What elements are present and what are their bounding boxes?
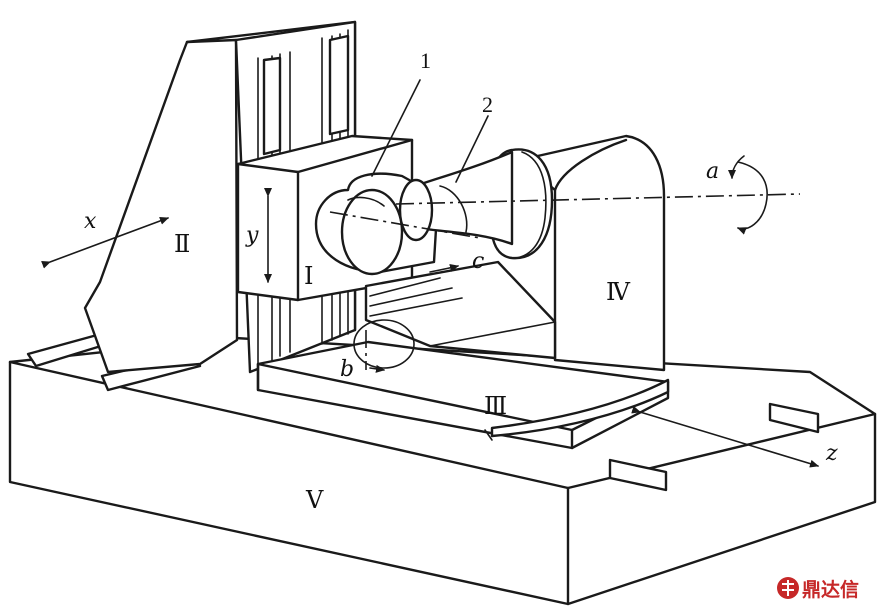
watermark-text: 鼎达信: [802, 578, 859, 601]
label-axis-a: a: [706, 159, 719, 184]
label-axis-b: b: [340, 357, 354, 382]
label-axis-z: z: [825, 441, 838, 466]
label-axis-x: x: [84, 209, 97, 234]
label-axis-c: c: [472, 249, 484, 274]
leader-2: [455, 115, 489, 183]
label-roman-ii: Ⅱ: [174, 230, 190, 258]
workholder-pedestal-iv: [364, 134, 666, 372]
label-roman-v: Ⅴ: [305, 486, 324, 514]
label-axis-y: y: [245, 223, 259, 248]
rotary-table-iii: [256, 340, 670, 450]
axis-b-circle: [353, 319, 415, 373]
label-roman-iv: Ⅳ: [606, 278, 631, 306]
axis-z-arrow: [631, 405, 819, 468]
label-roman-i: Ⅰ: [304, 262, 313, 290]
leader-1: [371, 79, 421, 177]
axis-a-line: [395, 155, 801, 235]
watermark-logo: 鼎达信: [777, 577, 859, 601]
axis-x-arrow: [41, 217, 169, 269]
label-part-1: 1: [420, 48, 431, 73]
label-roman-iii: Ⅲ: [484, 392, 507, 420]
axis-c-line: [329, 211, 481, 273]
label-part-2: 2: [482, 92, 493, 117]
tool-2: [398, 150, 514, 246]
